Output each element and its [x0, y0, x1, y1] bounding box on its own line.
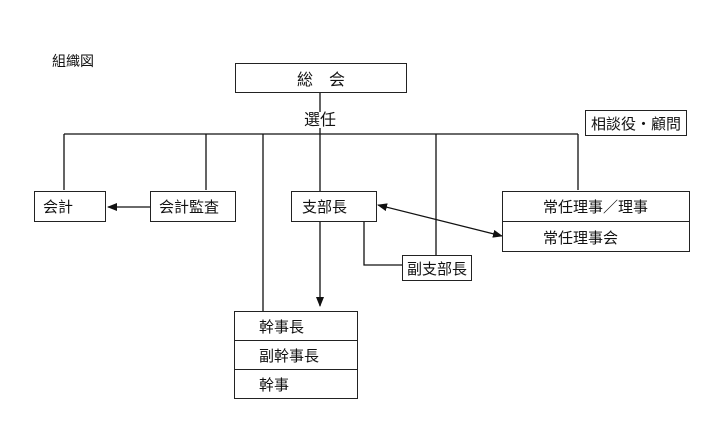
advisor-box: 相談役・顧問 [585, 110, 687, 136]
standing-directors-label: 常任理事／理事 [503, 192, 689, 222]
vice-branch-chief-box: 副支部長 [402, 255, 472, 281]
secretary-box: 幹事長 副幹事長 幹事 [234, 311, 358, 399]
accounting-label: 会計 [43, 198, 74, 216]
accounting-box: 会計 [34, 191, 106, 222]
vice-branch-chief-label: 副支部長 [406, 259, 467, 278]
election-label: 選任 [302, 110, 339, 129]
audit-label: 会計監査 [159, 198, 220, 216]
secretary-label: 幹事 [259, 376, 290, 394]
branch-chief-box: 支部長 [291, 191, 377, 222]
secretary-general-label: 幹事長 [235, 312, 357, 341]
vice-link-line [363, 222, 402, 266]
standing-board-label: 常任理事会 [543, 228, 619, 247]
audit-box: 会計監査 [150, 191, 236, 222]
branch-chief-label: 支部長 [302, 198, 348, 216]
directors-box: 常任理事／理事 常任理事会 [502, 191, 690, 252]
branch-directors-arrow [377, 203, 503, 238]
page-title: 組織図 [52, 54, 94, 70]
advisor-label: 相談役・顧問 [590, 114, 681, 133]
assembly-box: 総 会 [235, 63, 407, 93]
deputy-secretary-label: 副幹事長 [235, 341, 357, 370]
assembly-label: 総 会 [296, 70, 345, 89]
